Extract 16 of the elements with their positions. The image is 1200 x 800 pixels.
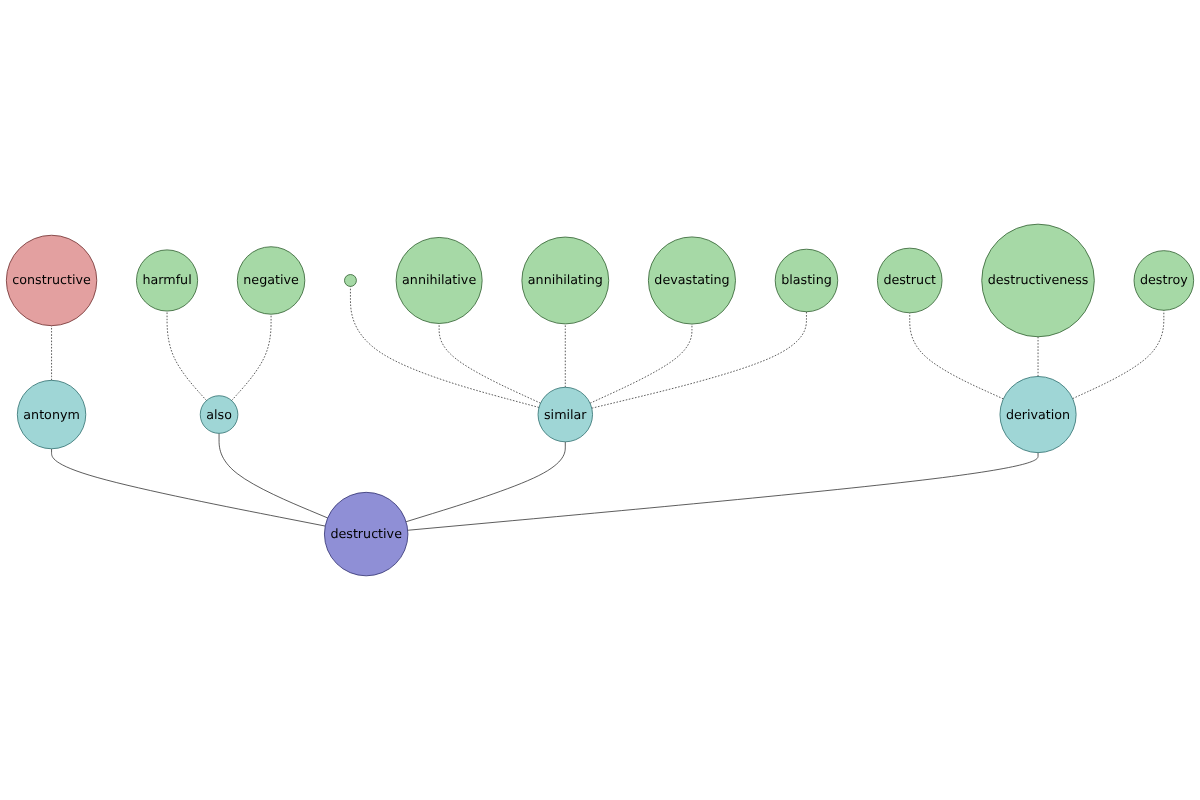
connector bbox=[231, 313, 272, 401]
node-circle bbox=[344, 274, 357, 287]
connector bbox=[1037, 336, 1039, 377]
connector bbox=[51, 325, 52, 381]
connector bbox=[1072, 309, 1165, 399]
connector bbox=[591, 311, 807, 409]
connector bbox=[51, 448, 326, 527]
connector bbox=[407, 452, 1039, 531]
connector bbox=[909, 312, 1004, 400]
connector bbox=[166, 310, 207, 401]
connector bbox=[438, 323, 541, 404]
connector bbox=[405, 441, 566, 523]
connector bbox=[350, 286, 540, 408]
connector bbox=[564, 323, 566, 388]
connector bbox=[218, 432, 329, 519]
connector bbox=[589, 323, 693, 404]
